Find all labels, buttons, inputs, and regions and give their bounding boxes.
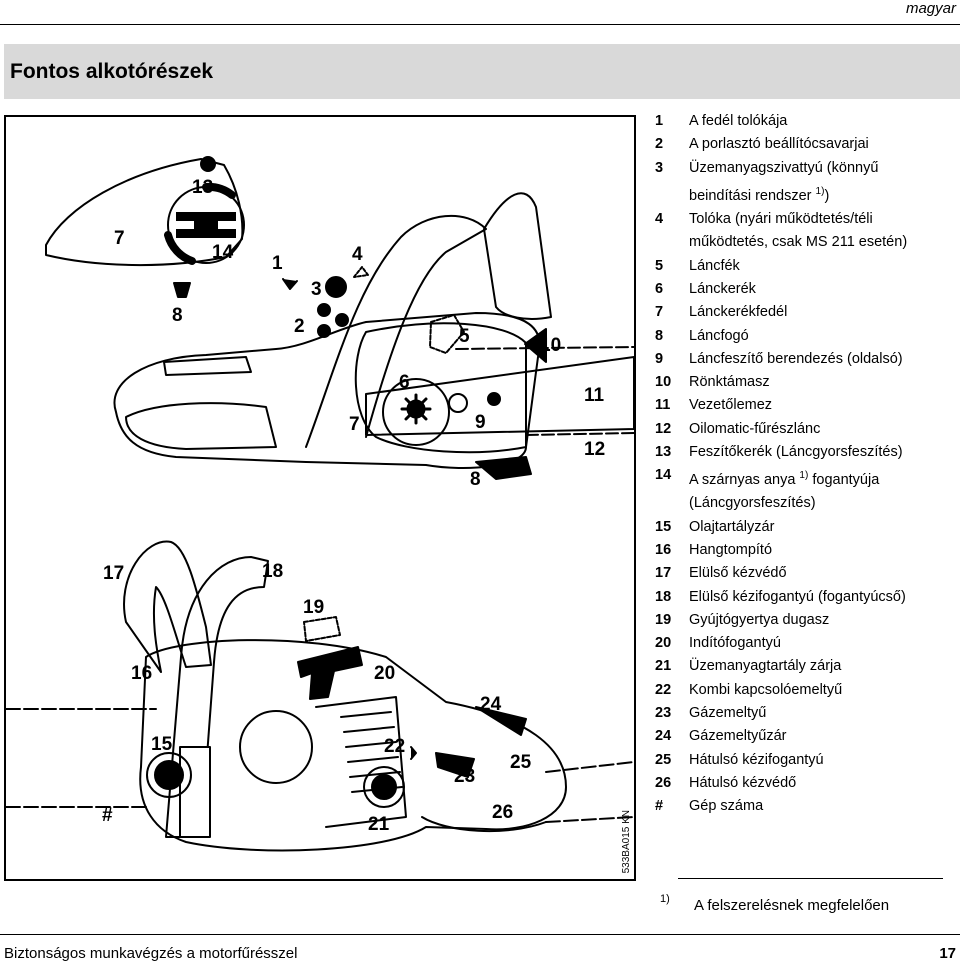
starter-grip <box>297 646 363 700</box>
footnote-mark: 1) <box>660 893 670 905</box>
fig-label: 18 <box>262 561 283 582</box>
fig-label: 14 <box>212 242 234 263</box>
fig-label: 16 <box>131 663 152 684</box>
chain-sprocket <box>382 378 450 446</box>
fig-label: 12 <box>584 439 605 460</box>
fig-label: 23 <box>454 766 475 787</box>
chainsaw-figure: 13 7 14 1 4 3 8 2 5 10 6 11 7 9 12 8 17 … <box>4 115 636 881</box>
fig-label: 7 <box>349 414 360 435</box>
chainsaw-illustration: 13 7 14 1 4 3 8 2 5 10 6 11 7 9 12 8 17 … <box>6 156 634 852</box>
fig-label: 21 <box>368 814 390 835</box>
fig-label: 22 <box>384 736 405 757</box>
fig-label: 2 <box>294 316 305 337</box>
footer-rule <box>0 934 960 935</box>
fig-label: 17 <box>103 563 124 584</box>
footnote-rule <box>678 878 943 879</box>
lower-view <box>6 540 634 852</box>
figure-reference-labels: 13 7 14 1 4 3 8 2 5 10 6 11 7 9 12 8 17 … <box>102 177 605 835</box>
rear-body <box>139 639 567 852</box>
fig-label: 1 <box>272 253 283 274</box>
fig-label: 20 <box>374 663 395 684</box>
fig-label: 7 <box>114 228 125 249</box>
page-number: 17 <box>939 945 956 962</box>
upper-view <box>45 156 634 480</box>
fig-label: 4 <box>352 244 363 265</box>
front-handle-tube <box>165 556 269 838</box>
section-title: Fontos alkotórészek <box>4 44 960 99</box>
fig-label: 13 <box>192 177 213 198</box>
fig-label: 8 <box>470 469 481 490</box>
powerhead-body <box>113 312 541 469</box>
fig-label: 19 <box>303 597 324 618</box>
fig-label: # <box>102 805 113 826</box>
footer-title: Biztonságos munkavégzés a motorfűrésszel <box>4 945 298 962</box>
footnote-text: A felszerelésnek megfelelően <box>694 897 890 914</box>
front-hand-guard <box>123 540 212 673</box>
fig-label: 10 <box>540 335 561 356</box>
fig-label: 6 <box>399 372 410 393</box>
fig-label: 11 <box>584 385 605 406</box>
fig-label: 26 <box>492 802 513 823</box>
fig-label: 25 <box>510 752 532 773</box>
fig-label: 15 <box>151 734 173 755</box>
fig-label: 5 <box>459 326 470 347</box>
fig-label: 9 <box>475 412 486 433</box>
fig-label: 8 <box>172 305 183 326</box>
guide-bar <box>365 356 634 436</box>
fig-label: 3 <box>311 279 322 300</box>
throttle-trigger <box>435 752 475 778</box>
legend-item: #Gép száma <box>655 798 764 815</box>
figure-code: 533BA015 KN <box>621 809 632 873</box>
front-handle-top <box>305 214 487 448</box>
fig-label: 24 <box>480 694 502 715</box>
header-rule <box>0 24 960 25</box>
language-label: magyar <box>905 0 956 17</box>
